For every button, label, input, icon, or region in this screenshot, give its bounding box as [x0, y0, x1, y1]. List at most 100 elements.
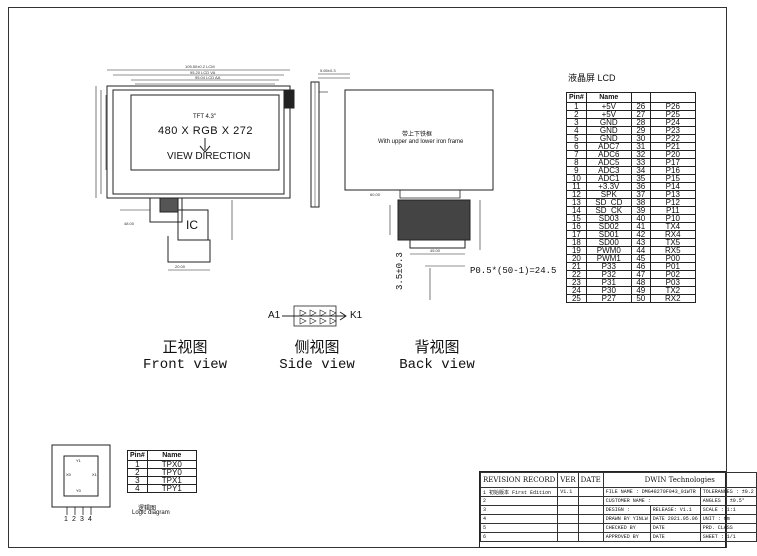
logic-header-name: Name — [146, 450, 197, 461]
front-view-en: Front view — [142, 357, 227, 373]
logic-pin-number: 3 — [80, 516, 84, 523]
svg-text:5.65±0.3: 5.65±0.3 — [320, 68, 336, 73]
logic-header-pin: Pin# — [127, 450, 148, 461]
drawn-date: DATE 2021.05.06 — [649, 514, 701, 524]
lcd-header-blank-1 — [630, 92, 651, 103]
logic-table-header: Pin# Name — [127, 450, 197, 461]
fpc-tail — [167, 236, 211, 263]
drawn-by: DRAWN BY YINLW — [602, 514, 651, 524]
title-block: REVISION RECORD VER DATE DWIN Technologi… — [479, 471, 757, 548]
anode-label: A1 — [268, 310, 281, 321]
fpc-connector — [159, 197, 179, 213]
svg-text:48.00: 48.00 — [124, 221, 135, 226]
sheet-number: SHEET : 1/1 — [699, 532, 757, 542]
date-header: DATE — [577, 472, 604, 488]
revision-row-1-ver: V1.1 — [557, 487, 579, 497]
revision-row-2-date — [577, 496, 604, 506]
front-tab — [283, 89, 295, 109]
logic-x1: X1 — [92, 472, 97, 477]
approved-date: DATE — [649, 532, 701, 542]
pitch-dimension: P0.5*(50-1)=24.5 — [470, 266, 557, 276]
back-outline — [344, 89, 494, 191]
offset-dimension: 3.5±0.3 — [395, 252, 405, 290]
revision-row-5: 5 — [479, 523, 559, 533]
logic-y1: Y1 — [76, 458, 81, 463]
checked-date: DATE — [649, 523, 701, 533]
lcd-header-blank-2 — [649, 92, 696, 103]
logic-x0: X0 — [66, 472, 71, 477]
svg-text:45.00: 45.00 — [430, 248, 441, 253]
pin-number: 50 — [630, 294, 651, 303]
pin-name: P27 — [585, 294, 632, 303]
revision-row-1-date — [577, 487, 604, 497]
ver-header: VER — [557, 472, 579, 488]
revision-row-5-ver — [557, 523, 579, 533]
scale: SCALE : 1:1 — [699, 505, 757, 515]
back-frame-en: With upper and lower iron frame — [378, 139, 464, 145]
drawn-by-name: YINLW — [632, 516, 648, 522]
revision-row-4-date — [577, 514, 604, 524]
ic-label: IC — [186, 218, 198, 232]
svg-text:95.20 LCD VA: 95.20 LCD VA — [190, 70, 216, 75]
back-view-en: Back view — [399, 357, 475, 373]
file-name: FILE NAME : DMG48270F043_01WTR — [602, 487, 701, 497]
revision-row-6: 6 — [479, 532, 559, 542]
revision-row-1: 1 初始版本 First Edition — [479, 487, 559, 497]
lcd-table-header: Pin# Name — [566, 92, 696, 103]
revision-row-3-date — [577, 505, 604, 515]
front-active-area — [130, 94, 280, 171]
side-view-caption: 侧视图 Side view — [272, 338, 362, 374]
technical-drawing: 105.50±0.2 LCM 95.20 LCD VA 95.04 LCD AA… — [51, 64, 494, 515]
revision-row-2: 2 — [479, 496, 559, 506]
pin-number: 4 — [127, 484, 148, 493]
back-view-cn: 背视图 — [414, 338, 460, 356]
checked-by: CHECKED BY — [602, 523, 651, 533]
svg-text:95.04 LCD AA: 95.04 LCD AA — [195, 75, 221, 80]
revision-record-header: REVISION RECORD — [479, 472, 559, 488]
lcd-table-title: 液晶屏 LCD — [568, 73, 616, 83]
drawn-by-label: DRAWN BY — [605, 516, 630, 522]
revision-row-4-ver — [557, 514, 579, 524]
logic-panel — [63, 455, 99, 497]
cathode-label: K1 — [350, 310, 363, 321]
front-view-caption: 正视图 Front view — [140, 338, 230, 374]
revision-row-6-date — [577, 532, 604, 542]
pin-name: TPY1 — [146, 484, 197, 493]
svg-text:20.00: 20.00 — [175, 264, 186, 269]
tft-size-label: TFT 4.3" — [193, 114, 217, 120]
unit: UNIT : mm — [699, 514, 757, 524]
front-outline — [106, 85, 291, 199]
lcd-header-name: Name — [585, 92, 632, 103]
revision-row-1-num: 1 — [483, 489, 487, 496]
lcd-header-pin: Pin# — [566, 92, 587, 103]
logic-pin-number: 2 — [72, 516, 76, 523]
revision-row-5-date — [577, 523, 604, 533]
approved-by: APPROVED BY — [602, 532, 651, 542]
front-view-cn: 正视图 — [162, 338, 208, 356]
view-direction-label: VIEW DIRECTION — [167, 151, 251, 162]
company-name: DWIN Technologies — [602, 472, 757, 488]
logic-pin-number: 1 — [64, 516, 68, 523]
prd-class: PRD. CLASS — [699, 523, 757, 533]
release: RELEASE: V1.1 — [649, 505, 701, 515]
back-fpc-end — [409, 239, 466, 249]
revision-row-6-ver — [557, 532, 579, 542]
ic-box — [177, 209, 209, 241]
logic-caption-en: Logic diagram — [132, 510, 170, 516]
revision-row-4: 4 — [479, 514, 559, 524]
revision-row-3: 3 — [479, 505, 559, 515]
logic-y0: Y0 — [76, 488, 81, 493]
logic-pin-number: 4 — [88, 516, 92, 523]
resolution-label: 480 X RGB X 272 — [158, 125, 253, 137]
side-view-cn: 侧视图 — [294, 338, 340, 356]
